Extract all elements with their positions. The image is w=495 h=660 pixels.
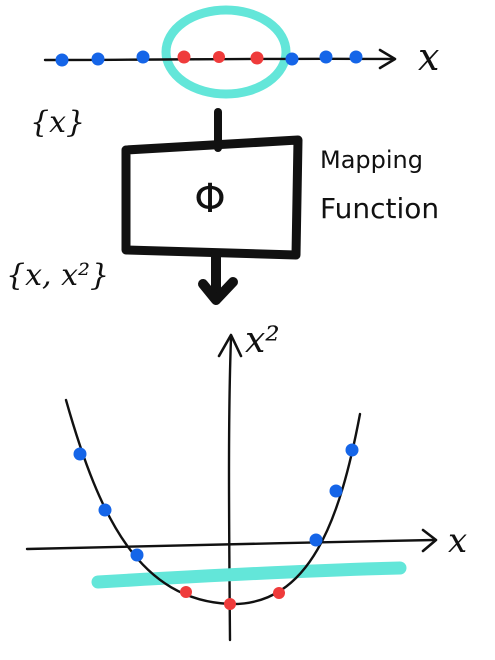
curve-red-point bbox=[273, 587, 285, 599]
x-axis-line bbox=[25, 538, 436, 551]
top-axis-group: x bbox=[43, 5, 439, 99]
y-axis-line bbox=[227, 336, 233, 642]
top-red-point bbox=[213, 51, 225, 63]
highlight-bar bbox=[91, 561, 407, 589]
mapping-label-line2: Function bbox=[320, 192, 439, 225]
top-blue-point bbox=[55, 53, 69, 67]
curve-blue-point bbox=[98, 503, 112, 517]
curve-blue-point bbox=[329, 484, 343, 498]
y-axis-arrowhead bbox=[217, 333, 243, 358]
bottom-plot: x² x bbox=[25, 320, 467, 642]
phi-symbol: Φ bbox=[194, 176, 225, 222]
top-blue-point bbox=[349, 50, 363, 64]
x-axis-arrowhead bbox=[421, 528, 438, 553]
curve-blue-point bbox=[309, 533, 323, 547]
curve-blue-point bbox=[345, 443, 359, 457]
top-red-point bbox=[177, 50, 191, 64]
y-axis-label: x² bbox=[245, 320, 280, 361]
curve-blue-point bbox=[73, 447, 87, 461]
highlight-ellipse bbox=[161, 5, 291, 99]
input-set-label: {x} bbox=[30, 105, 85, 140]
mapping-box: Φ bbox=[121, 135, 303, 260]
top-red-point bbox=[250, 51, 264, 65]
curve-blue-point bbox=[130, 548, 144, 562]
mapping-label-line1: Mapping bbox=[320, 146, 423, 174]
top-blue-point bbox=[285, 52, 299, 66]
top-blue-point bbox=[136, 50, 150, 64]
mapping-box-outline bbox=[121, 135, 303, 260]
top-blue-point bbox=[91, 52, 105, 66]
x-axis-label: x bbox=[448, 521, 467, 561]
curve-red-point bbox=[224, 598, 236, 610]
top-blue-point bbox=[319, 50, 333, 64]
top-axis-arrowhead bbox=[378, 48, 397, 70]
curve-red-point bbox=[180, 586, 192, 598]
output-set-label: {x, x²} bbox=[6, 258, 109, 293]
down-arrow bbox=[198, 249, 238, 305]
top-axis-label: x bbox=[418, 35, 439, 79]
